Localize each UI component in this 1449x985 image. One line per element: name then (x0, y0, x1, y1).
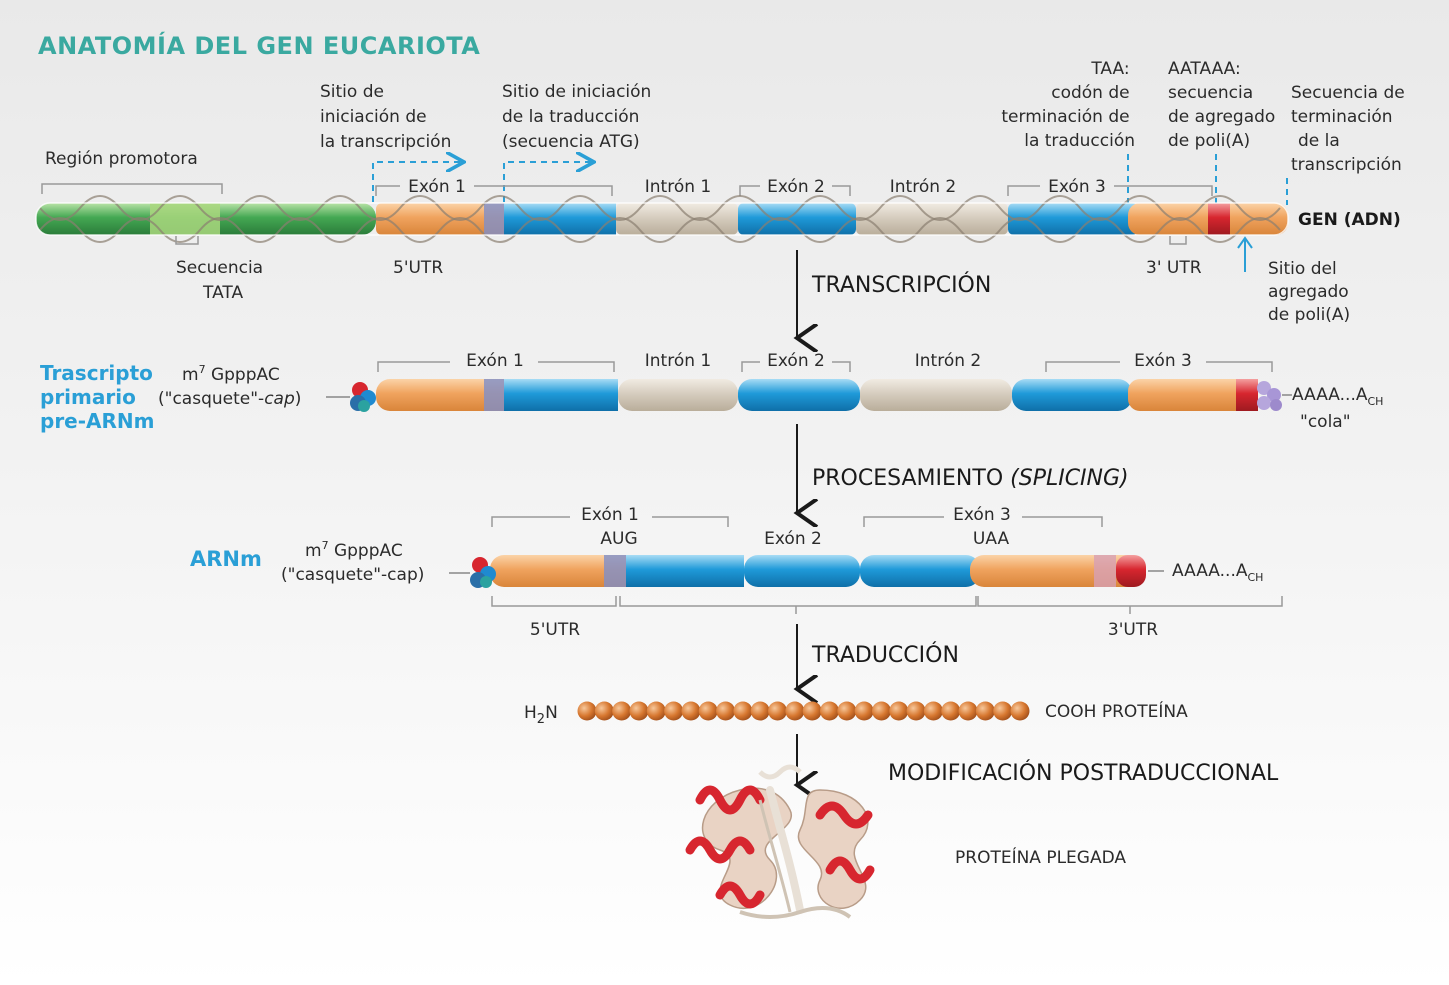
polya-site-label: Sitio del agregado de poli(A) (1268, 259, 1354, 325)
promoter-bracket (41, 183, 223, 194)
mrna-3utr-bracket (977, 596, 1283, 614)
tx-start-label: Sitio de iniciación de la transcripción (320, 82, 451, 152)
mrna-tail-label: AAAA...ACH (1172, 561, 1263, 584)
amino-acid-bead (768, 701, 788, 721)
amino-acid-bead (802, 701, 822, 721)
gene-exon3-label: Exón 3 (1048, 177, 1106, 197)
amino-acid-bead (698, 701, 718, 721)
protein-h2n-label: H2N (524, 703, 558, 727)
gene-3utr-bracket (1169, 236, 1187, 245)
amino-acid-bead (837, 701, 857, 721)
pre-intron2-label: Intrón 2 (915, 351, 981, 371)
mrna-coding-bracket (619, 596, 977, 614)
amino-acid-bead (733, 701, 753, 721)
mrna-aug-label: AUG (600, 529, 637, 549)
tl-start-arrow (503, 162, 592, 202)
amino-acid-bead (906, 701, 926, 721)
pre-mrna-cap-desc: ("casquete"-cap) (158, 389, 301, 409)
mrna-uaa-label: UAA (973, 529, 1010, 549)
pre-exon2-label: Exón 2 (767, 351, 825, 371)
tx-start-arrow (372, 162, 462, 202)
pre-intron1-label: Intrón 1 (645, 351, 711, 371)
tata-bracket (175, 236, 199, 245)
amino-acid-bead (889, 701, 909, 721)
mrna-exon2-label: Exón 2 (764, 529, 822, 549)
pre-mrna-cap-seq: m7 GpppAC (182, 363, 280, 385)
gene-exon1-label: Exón 1 (408, 177, 466, 197)
promoter-label: Región promotora (45, 149, 198, 169)
pre-mrna-polya-tail-icon (1257, 381, 1282, 411)
protein-cooh-label: COOH PROTEÍNA (1045, 700, 1188, 722)
stop-codon-label: TAA: codón de terminación de la traducci… (1001, 59, 1135, 151)
amino-acid-bead (594, 701, 614, 721)
mrna-3utr-label: 3'UTR (1108, 620, 1158, 640)
ptm-label: MODIFICACIÓN POSTRADUCCIONAL (888, 760, 1279, 786)
amino-acid-bead (577, 701, 597, 721)
mrna-exon3-label: Exón 3 (953, 505, 1011, 525)
amino-acid-bead (750, 701, 770, 721)
gene-labels: Región promotora Sitio de iniciación de … (41, 59, 1410, 205)
pre-mrna-bar (376, 379, 1258, 411)
gene-intron1-label: Intrón 1 (645, 177, 711, 197)
pre-mrna-label: Trascripto primario pre-ARNm (40, 361, 160, 433)
mrna-5utr-label: 5'UTR (530, 620, 580, 640)
amino-acid-bead (854, 701, 874, 721)
tl-start-label: Sitio de iniciación de la traducción (se… (502, 82, 657, 152)
pre-exon1-label: Exón 1 (466, 351, 524, 371)
tx-end-label: Secuencia de terminación de la transcrip… (1291, 83, 1410, 175)
amino-acid-bead (923, 701, 943, 721)
translation-label: TRADUCCIÓN (811, 642, 959, 668)
amino-acid-bead (1010, 701, 1030, 721)
gene-5utr-label: 5'UTR (393, 258, 443, 278)
mrna-cap-seq: m7 GpppAC (305, 539, 403, 561)
mrna-exon1-label: Exón 1 (581, 505, 639, 525)
folded-protein-label: PROTEÍNA PLEGADA (955, 846, 1126, 868)
amino-acid-bead (664, 701, 684, 721)
amino-acid-bead (941, 701, 961, 721)
amino-acid-bead (958, 701, 978, 721)
mrna-cap-icon (470, 557, 496, 588)
pre-mrna-cap-icon (350, 382, 376, 412)
amino-acid-bead (819, 701, 839, 721)
pre-mrna-tail-label: AAAA...ACH (1292, 385, 1383, 408)
amino-acid-bead (646, 701, 666, 721)
pre-mrna-tail-desc: "cola" (1300, 412, 1351, 432)
gene-exon2-label: Exón 2 (767, 177, 825, 197)
gene-3utr-label: 3' UTR (1146, 258, 1202, 278)
amino-acid-bead (975, 701, 995, 721)
amino-acid-bead (681, 701, 701, 721)
tata-label: Secuencia TATA (176, 258, 269, 303)
amino-acid-bead (871, 701, 891, 721)
folded-protein-icon (685, 764, 875, 919)
polya-signal-label: AATAAA: secuencia de agregado de poli(A) (1168, 59, 1281, 151)
gene-dna-label: GEN (ADN) (1298, 210, 1401, 230)
mrna-cap-desc: ("casquete"-cap) (281, 565, 424, 585)
mrna-label: ARNm (190, 547, 262, 571)
amino-acid-bead (716, 701, 736, 721)
processing-label: PROCESAMIENTO (SPLICING) (812, 466, 1129, 491)
mrna-5utr-bracket (491, 596, 617, 607)
polypeptide-chain (577, 701, 1030, 721)
amino-acid-bead (993, 701, 1013, 721)
amino-acid-bead (785, 701, 805, 721)
gene-intron2-label: Intrón 2 (890, 177, 956, 197)
amino-acid-bead (629, 701, 649, 721)
dna-bar (35, 195, 1289, 243)
pre-exon3-label: Exón 3 (1134, 351, 1192, 371)
mrna-bar (490, 555, 1146, 587)
transcription-label: TRANSCRIPCIÓN (811, 272, 991, 298)
diagram-title: ANATOMÍA DEL GEN EUCARIOTA (38, 31, 480, 60)
amino-acid-bead (612, 701, 632, 721)
